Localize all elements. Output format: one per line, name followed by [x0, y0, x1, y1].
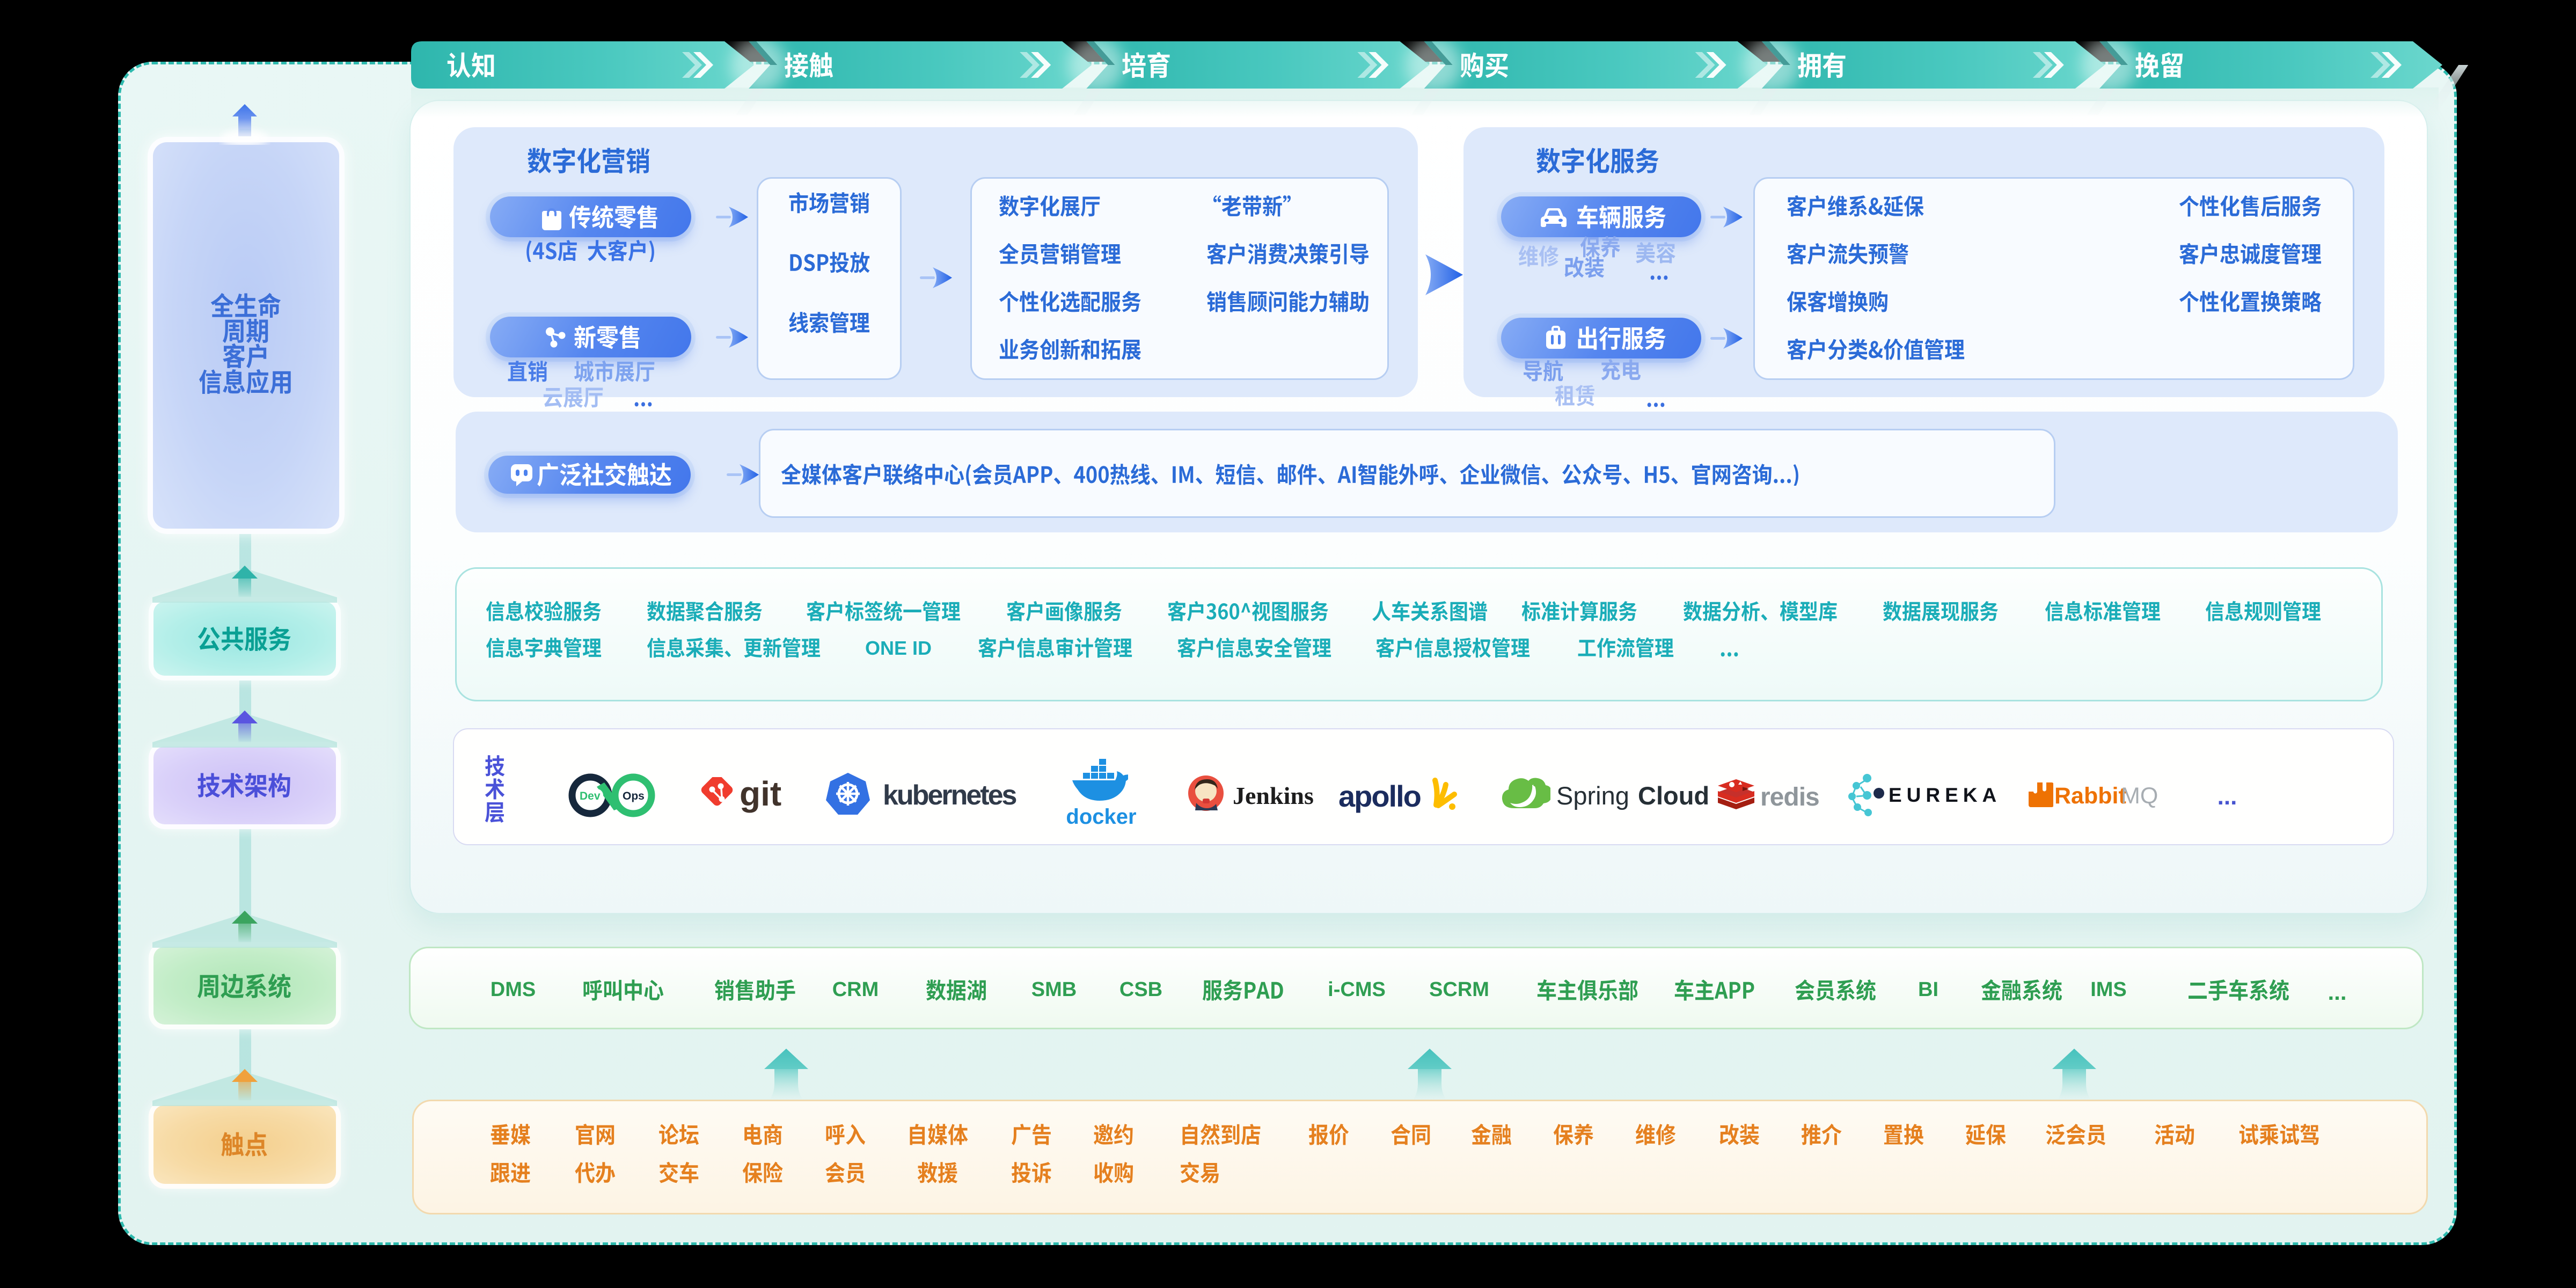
- svg-text:Ops: Ops: [623, 790, 645, 802]
- svg-text:Dev: Dev: [580, 790, 601, 802]
